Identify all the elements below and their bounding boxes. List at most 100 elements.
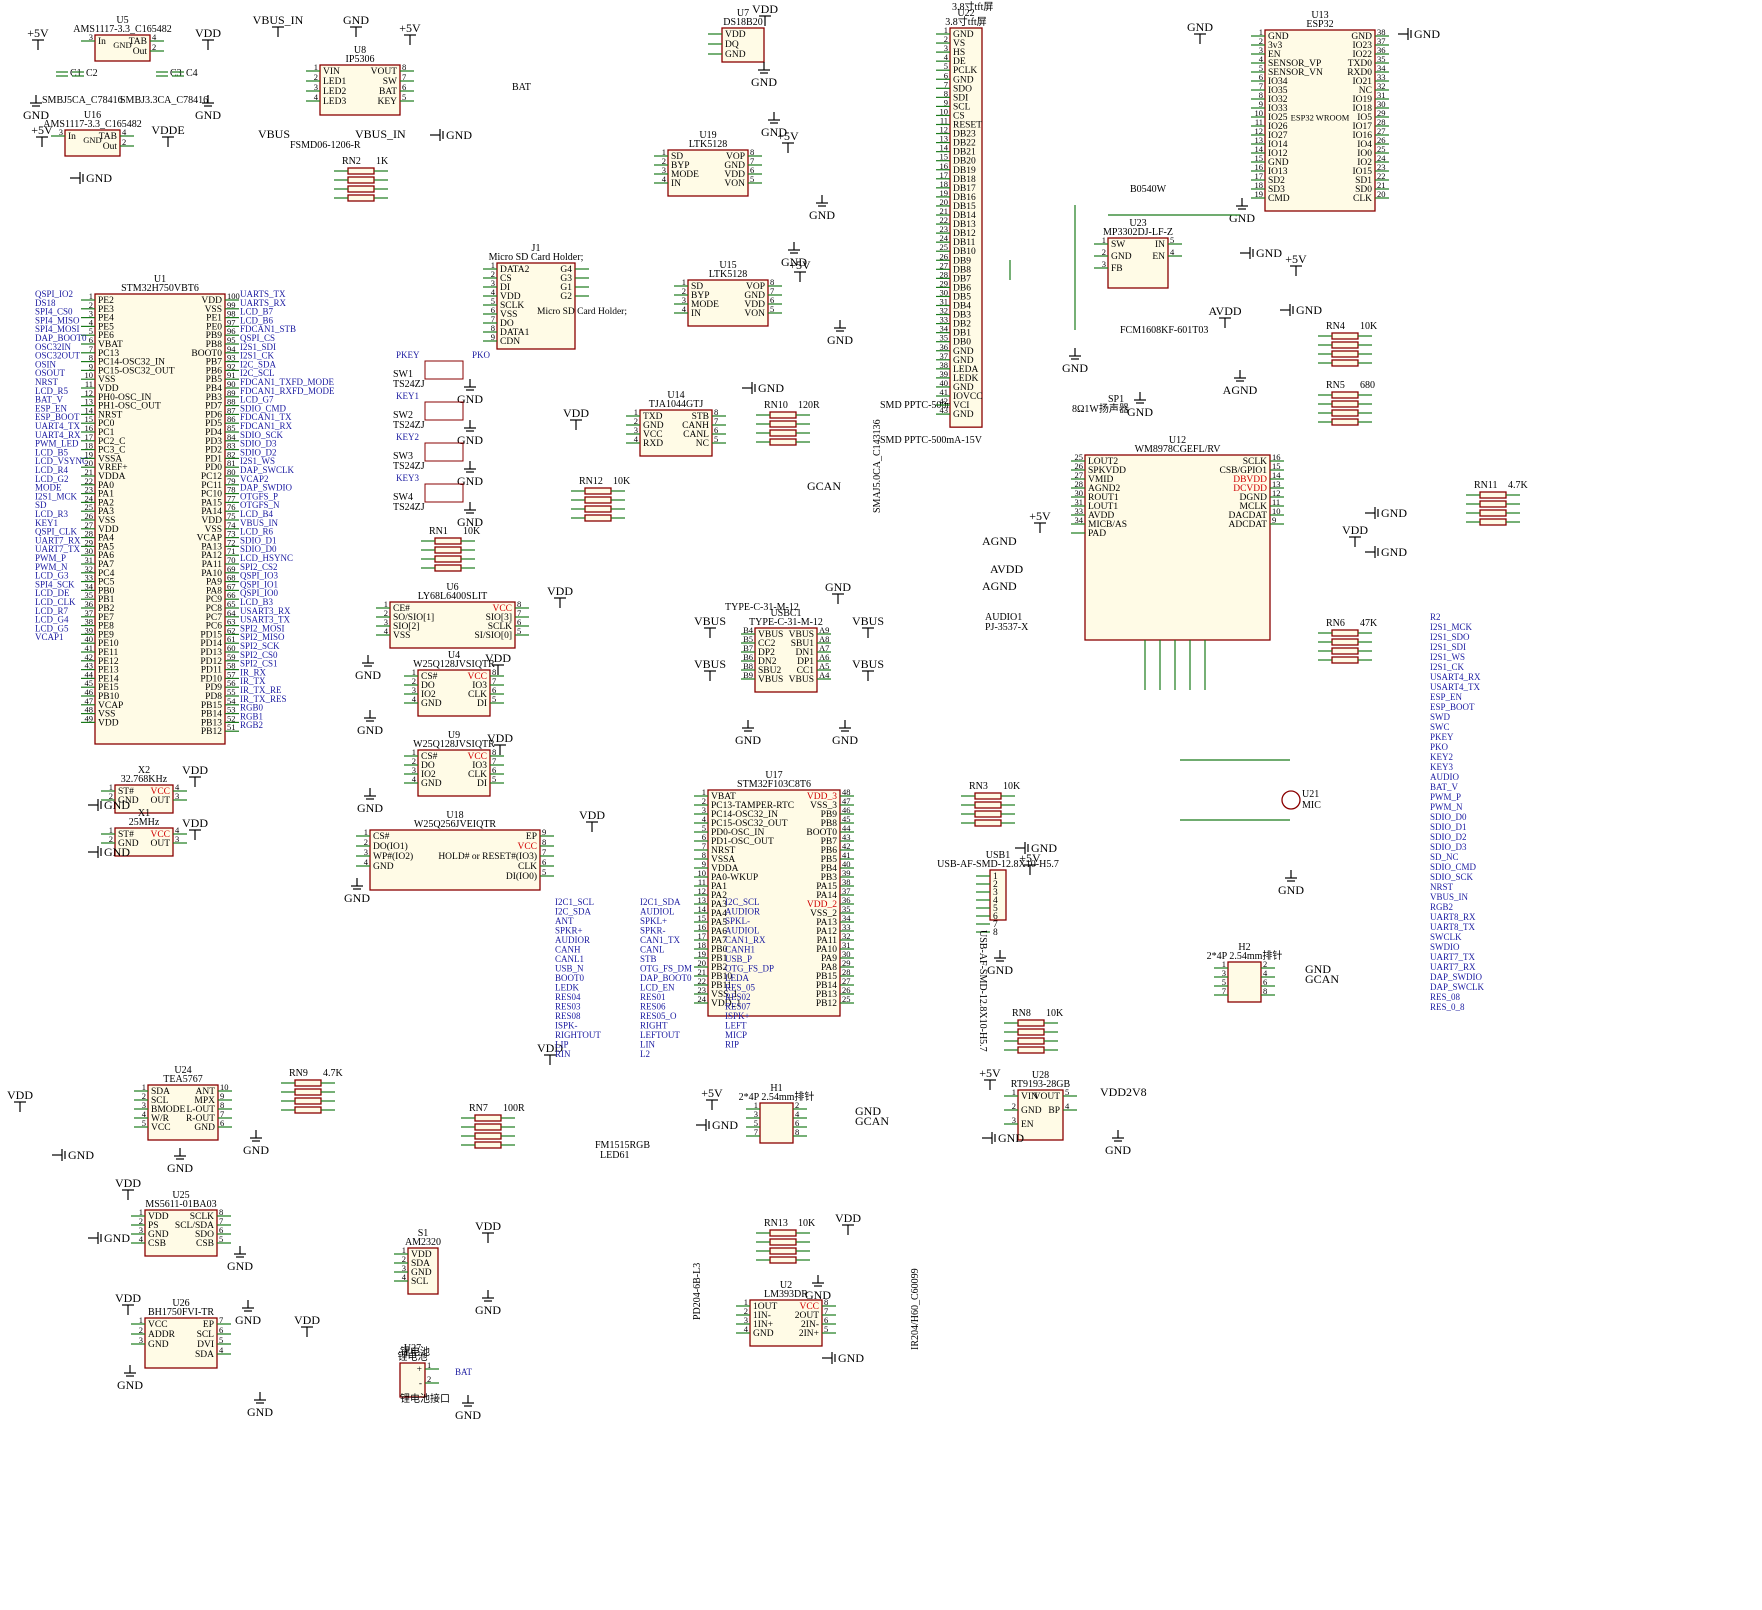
pin-number: 64 [227, 608, 236, 618]
pin-name: LEDK [953, 374, 978, 384]
pin-number: 76 [227, 502, 236, 512]
pin-name: DB17 [953, 184, 976, 194]
pin-number: 40 [842, 859, 851, 869]
pin-name: DI [477, 699, 487, 709]
power-label: VDD [547, 584, 573, 598]
power-label: +5V [701, 1086, 723, 1100]
pin-number: 7 [219, 1315, 223, 1325]
pin-name: PE6 [98, 331, 114, 341]
pin-name: VCC [150, 830, 170, 840]
pin-name: DB20 [953, 157, 976, 167]
pin-number: 36 [842, 895, 851, 905]
pin-name: CLK [468, 770, 487, 780]
pin-number: 81 [227, 458, 236, 468]
chip-u13[interactable]: U13ESP32GND13v32EN3SENSOR_VP4SENSOR_VN5I… [1251, 10, 1389, 212]
chip-u18[interactable]: U18W25Q256JVEIQTRCS#1DO(IO1)2WP#(IO2)3GN… [356, 810, 554, 891]
pin-name: PB8 [206, 340, 223, 350]
pin-number: 21 [698, 967, 707, 977]
resistor-element [974, 801, 1002, 809]
pin-number: 2 [702, 796, 706, 806]
pin-number: 1 [744, 1297, 748, 1307]
pin-name: VCAP [98, 701, 123, 711]
power-symbol: VDD [182, 763, 208, 787]
chip-usbc1[interactable]: USBC1TYPE-C-31-M-12VBUSB4CC2B5DP2B7DN2B6… [741, 608, 831, 693]
pin-name: IN [1155, 240, 1165, 250]
power-label: GND [825, 580, 851, 594]
h1-gcan: GCAN [855, 1114, 889, 1128]
chip-u12[interactable]: U12WM8978CGEFL/RVLOUT225SPKVDD26VMID27AG… [1071, 435, 1284, 641]
pin-name: PB7 [821, 837, 838, 847]
power-symbol: VDD [537, 1041, 563, 1065]
chip-u17[interactable]: U17STM32F103C8T6VBAT1PC13-TAMPER-RTC2PC1… [694, 770, 854, 1017]
net-label: VBUS_IN [240, 518, 279, 528]
pin-number: 3 [175, 791, 179, 801]
chip-u1[interactable]: U1STM32H750VBT6PE21PE32PE43PE54PE65VBAT6… [81, 274, 240, 745]
net-label: BAT_V [35, 395, 64, 405]
pin-name: PB7 [206, 358, 223, 368]
net-label: LCD_R7 [35, 606, 69, 616]
pin-number: 47 [85, 696, 94, 706]
ground-symbol: GND [1105, 1130, 1131, 1157]
d6-part: B0540W [1130, 184, 1167, 195]
resistor-element [1479, 491, 1507, 499]
net-label: LCD_HSYNC [240, 553, 293, 563]
pin-name: PA11 [202, 560, 223, 570]
pin-number: 29 [842, 958, 851, 968]
net-label: KEY2 [396, 432, 419, 442]
pin-number: 3 [1222, 968, 1226, 978]
pin-name: PB9 [821, 810, 838, 820]
chip-u6[interactable]: U6LY68L6400SLITCE#1SO/SIO[1]2SIO[2]3VSS4… [376, 582, 529, 649]
chip-u22[interactable]: U223.8寸tft屏GND1VS2HS3DE4PCLK5GND6SDO7SDI… [936, 8, 987, 428]
pin-name: GND [1351, 32, 1372, 42]
net-label: PKO [472, 350, 491, 360]
chip-ref: U17 [765, 770, 782, 781]
pin-number: 54 [227, 696, 236, 706]
pin-number: 14 [1272, 470, 1281, 480]
pin-name: DB6 [953, 283, 971, 293]
net-label: LCD_G2 [35, 474, 69, 484]
pin-number: 30 [1075, 488, 1084, 498]
pin-number: 32 [85, 564, 94, 574]
ground-symbol: GND [1015, 841, 1057, 855]
